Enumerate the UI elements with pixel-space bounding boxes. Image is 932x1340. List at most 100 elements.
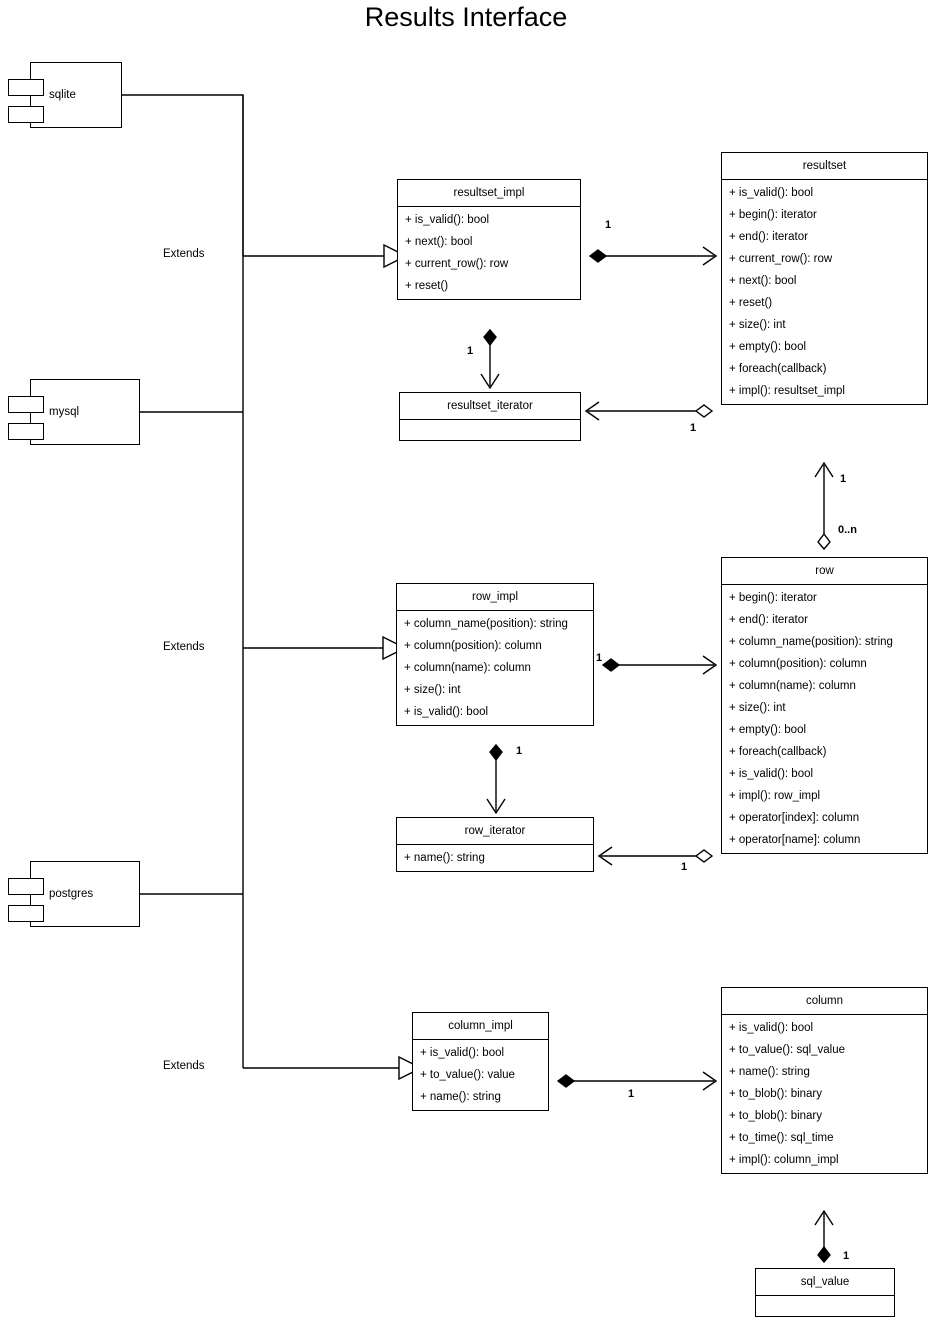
composition-diamond-resultset-impl [588, 249, 608, 263]
class-title: resultset_iterator [400, 393, 580, 420]
class-title: resultset [722, 153, 927, 180]
aggregation-diamond-resultset-iterator [694, 404, 714, 418]
class-member: + column_name(position): string [404, 618, 568, 630]
arrowhead-column-impl-to-column [702, 1071, 718, 1091]
page-title: Results Interface [364, 2, 568, 32]
class-member: + end(): iterator [729, 614, 808, 626]
class-box-sql_value[interactable]: sql_value [755, 1268, 895, 1317]
class-box-column_impl[interactable]: column_impl+ is_valid(): bool+ to_value(… [412, 1012, 549, 1111]
class-member: + column(position): column [404, 640, 542, 652]
component-tab-icon [8, 878, 44, 895]
component-tab-icon [8, 423, 44, 440]
class-members [400, 420, 580, 440]
component-mysql[interactable]: mysql [8, 379, 140, 445]
component-label: sqlite [49, 89, 76, 101]
class-member: + is_valid(): bool [729, 768, 814, 780]
class-member: + impl(): row_impl [729, 790, 821, 802]
extends-label-resultset: Extends [163, 248, 205, 260]
component-body: sqlite [30, 62, 122, 128]
arrowhead-resultset-impl-to-iterator [480, 373, 500, 390]
aggregation-diamond-row-resultset [817, 532, 831, 551]
class-member: + current_row(): row [405, 258, 509, 270]
component-tab-icon [8, 396, 44, 413]
class-member: + impl(): column_impl [729, 1154, 839, 1166]
component-postgres[interactable]: postgres [8, 861, 140, 927]
mult-rowimpl-rowiterator: 1 [516, 745, 523, 757]
mult-column-sqlvalue: 1 [843, 1250, 850, 1262]
component-label: mysql [49, 406, 80, 418]
arrowhead-row-to-row-iterator [597, 846, 613, 866]
mult-resultsetimpl-iterator: 1 [467, 345, 474, 357]
mult-resultset-iterator: 1 [690, 422, 697, 434]
generalization-arrow-row-impl [382, 635, 407, 661]
class-member: + size(): int [404, 684, 461, 696]
class-member: + size(): int [729, 319, 786, 331]
class-box-row[interactable]: row+ begin(): iterator+ end(): iterator+… [721, 557, 928, 854]
class-member: + is_valid(): bool [420, 1047, 505, 1059]
class-member: + empty(): bool [729, 341, 807, 353]
arrowhead-row-impl-to-row [702, 655, 718, 675]
class-member: + column(position): column [729, 658, 867, 670]
composition-diamond-row-impl [601, 658, 621, 672]
class-member: + reset() [729, 297, 773, 309]
class-box-row_iterator[interactable]: row_iterator + name(): string [396, 817, 594, 872]
arrowhead-column-to-sql-value [814, 1209, 834, 1226]
class-member: + begin(): iterator [729, 592, 817, 604]
class-member: + reset() [405, 280, 449, 292]
mult-row-rowiterator: 1 [681, 861, 688, 873]
class-member: + name(): string [420, 1091, 501, 1103]
class-member: + impl(): resultset_impl [729, 385, 845, 397]
class-title: row_iterator [397, 818, 593, 845]
class-members: + is_valid(): bool+ to_value(): value+ n… [413, 1040, 548, 1110]
class-members: + column_name(position): string + column(… [397, 611, 593, 725]
component-tab-icon [8, 79, 44, 96]
class-member: + is_valid(): bool [729, 187, 814, 199]
class-title: row [722, 558, 927, 585]
composition-diamond-column-impl [556, 1074, 576, 1088]
component-label: postgres [49, 888, 94, 900]
extends-label-column: Extends [163, 1060, 205, 1072]
composition-diamond-column-sql-value [817, 1245, 831, 1264]
class-member: + foreach(callback) [729, 746, 827, 758]
class-members: + begin(): iterator + end(): iterator + co… [722, 585, 927, 853]
class-member: + operator[index]: column [729, 812, 860, 824]
class-member: + to_blob(): binary [729, 1088, 823, 1100]
aggregation-diamond-row-iterator [694, 849, 714, 863]
class-box-resultset[interactable]: resultset+ is_valid(): bool+ begin(): it… [721, 152, 928, 405]
class-members: + is_valid(): bool+ to_value(): sql_valu… [722, 1015, 927, 1173]
class-title: sql_value [756, 1269, 894, 1296]
component-tab-icon [8, 905, 44, 922]
class-member: + end(): iterator [729, 231, 808, 243]
edge-sqlite-to-trunk [122, 94, 244, 256]
class-box-resultset_impl[interactable]: resultset_impl+ is_valid(): bool+ next()… [397, 179, 581, 300]
arrowhead-resultset-impl-to-resultset [702, 246, 718, 266]
class-member: + to_value(): sql_value [729, 1044, 846, 1056]
class-member: + current_row(): row [729, 253, 833, 265]
component-tab-icon [8, 106, 44, 123]
arrowhead-row-impl-to-row-iterator [486, 798, 506, 815]
class-member: + is_valid(): bool [405, 214, 490, 226]
class-member: + to_blob(): binary [729, 1110, 823, 1122]
class-members: + is_valid(): bool+ next(): bool+ curren… [398, 207, 580, 299]
arrowhead-resultset-to-iterator [584, 401, 600, 421]
class-member: + size(): int [729, 702, 786, 714]
class-member: + column_name(position): string [729, 636, 893, 648]
class-box-row_impl[interactable]: row_impl+ column_name(position): string+… [396, 583, 594, 726]
class-member: + name(): string [404, 852, 485, 864]
composition-diamond-resultset-impl-iterator [483, 328, 497, 347]
class-member: + to_time(): sql_time [729, 1132, 834, 1144]
generalization-arrow-resultset-impl [383, 243, 408, 269]
class-member: + operator[name]: column [729, 834, 861, 846]
class-members: + name(): string [397, 845, 593, 871]
composition-diamond-row-impl-iterator [489, 743, 503, 762]
component-sqlite[interactable]: sqlite [8, 62, 122, 128]
class-title: column [722, 988, 927, 1015]
class-member: + empty(): bool [729, 724, 807, 736]
class-box-column[interactable]: column+ is_valid(): bool+ to_value(): sq… [721, 987, 928, 1174]
mult-resultsetimpl-resultset: 1 [605, 219, 612, 231]
class-box-resultset_iterator[interactable]: resultset_iterator [399, 392, 581, 441]
class-title: resultset_impl [398, 180, 580, 207]
class-member: + column(name): column [404, 662, 531, 674]
